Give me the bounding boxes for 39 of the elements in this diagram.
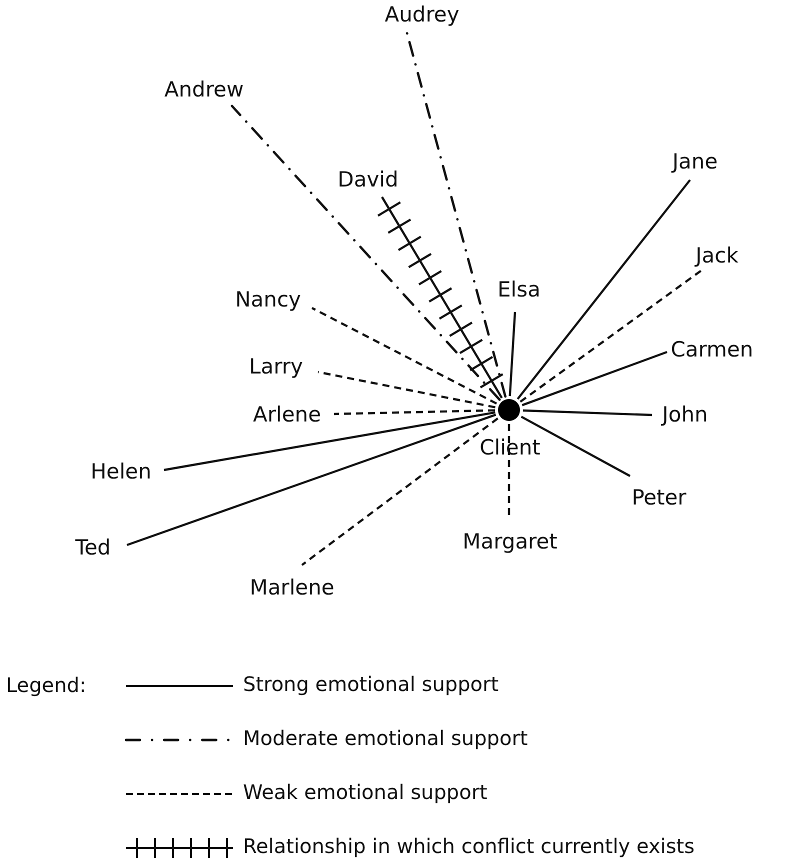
- relationship-line: [334, 409, 496, 416]
- relationship-line: [508, 312, 516, 396]
- person-name: Nancy: [235, 288, 301, 312]
- relationship-line: [126, 414, 496, 546]
- relationship-line: [522, 350, 668, 406]
- person-name: Arlene: [253, 403, 321, 427]
- relationship-line: [318, 370, 496, 408]
- client-label: Client: [480, 436, 540, 460]
- legend-title: Legend:: [6, 674, 86, 696]
- person-name: Carmen: [670, 338, 754, 362]
- conflict-line: [376, 196, 504, 400]
- person-name: Andrew: [164, 78, 244, 102]
- person-name: David: [338, 168, 398, 192]
- relationship-line: [312, 307, 498, 405]
- legend-text: Relationship in which conflict currently exists: [243, 835, 695, 857]
- person-name: Ted: [75, 536, 111, 560]
- client-dot: [498, 399, 520, 421]
- person-name: Audrey: [384, 3, 460, 27]
- person-name: Marlene: [250, 576, 334, 600]
- relationship-line: [516, 179, 691, 400]
- person-name: Larry: [249, 355, 303, 379]
- legend-text: Moderate emotional support: [243, 727, 528, 749]
- person-name: Helen: [90, 460, 152, 484]
- person-name: Margaret: [462, 530, 558, 554]
- relationship-line: [520, 269, 703, 403]
- legend-text: Weak emotional support: [243, 781, 488, 803]
- person-name: John: [662, 403, 708, 427]
- relationship-line: [508, 424, 510, 518]
- person-name: Elsa: [498, 278, 540, 302]
- legend-text: Strong emotional support: [243, 673, 499, 695]
- person-name: Jack: [696, 244, 738, 268]
- relationship-line: [406, 32, 507, 398]
- relationship-line: [301, 418, 498, 566]
- relationship-line: [522, 409, 652, 416]
- relationship-line: [520, 416, 631, 477]
- person-name: Jane: [672, 150, 718, 174]
- person-name: Peter: [632, 486, 686, 510]
- relationship-line: [164, 411, 496, 472]
- relationship-line: [230, 104, 501, 401]
